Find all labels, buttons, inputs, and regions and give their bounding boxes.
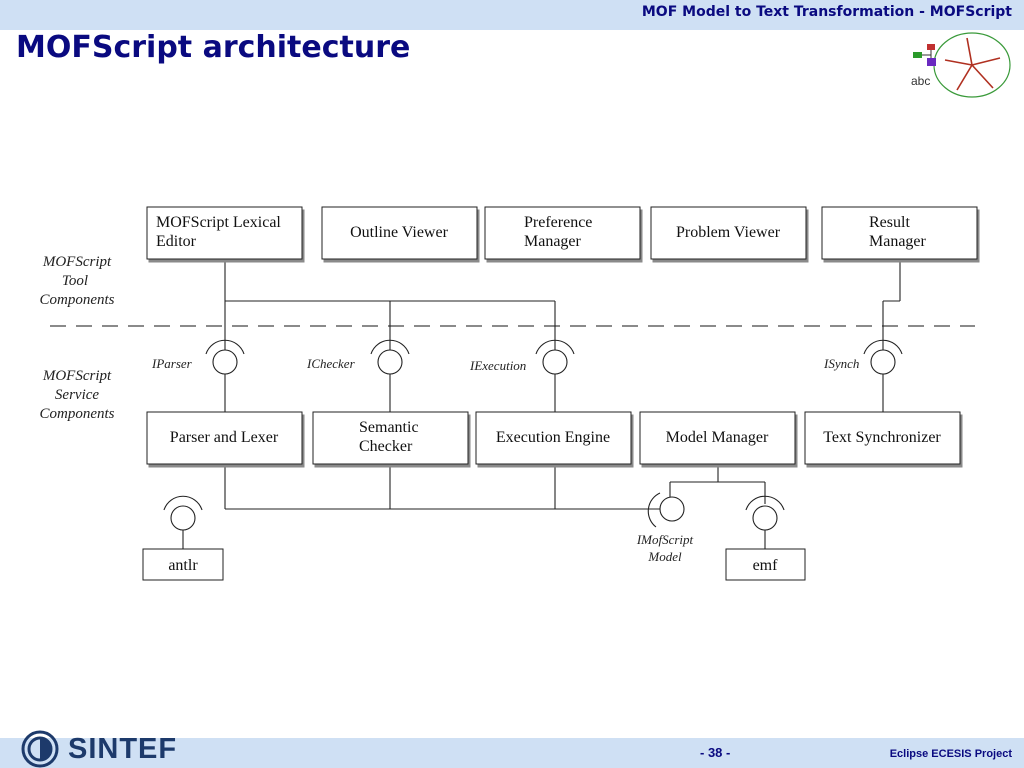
svg-text:Model Manager: Model Manager bbox=[666, 429, 769, 446]
svg-text:Manager: Manager bbox=[869, 233, 927, 250]
component-problem-viewer: Problem Viewer bbox=[650, 206, 807, 260]
svg-text:Problem Viewer: Problem Viewer bbox=[676, 224, 781, 241]
document-title: MOF Model to Text Transformation - MOFSc… bbox=[641, 4, 1012, 20]
svg-text:Outline Viewer: Outline Viewer bbox=[350, 224, 449, 241]
logo-letters: abc bbox=[911, 74, 930, 88]
component-text-synchronizer: Text Synchronizer bbox=[804, 411, 961, 465]
svg-text:Checker: Checker bbox=[359, 438, 413, 455]
svg-text:antlr: antlr bbox=[168, 557, 198, 574]
svg-text:MOFScript: MOFScript bbox=[42, 368, 112, 384]
component-model-manager: Model Manager bbox=[639, 411, 796, 465]
project-label: Eclipse ECESIS Project bbox=[889, 748, 1012, 760]
svg-text:Preference: Preference bbox=[524, 214, 592, 231]
svg-text:MOFScript: MOFScript bbox=[42, 254, 112, 270]
imofscript-model-label-line1: IMofScript bbox=[636, 532, 694, 547]
component-preference-manager: Preference Manager bbox=[484, 206, 641, 260]
svg-text:Manager: Manager bbox=[524, 233, 582, 250]
emf-interface-icon bbox=[745, 495, 785, 531]
iexecution-label: IExecution bbox=[469, 358, 526, 373]
company-name: SINTEF bbox=[68, 733, 178, 765]
slide-title: MOFScript architecture bbox=[16, 30, 411, 65]
component-execution-engine: Execution Engine bbox=[475, 411, 632, 465]
iexecution-interface-icon bbox=[535, 339, 575, 375]
svg-text:Execution Engine: Execution Engine bbox=[496, 429, 610, 446]
iparser-label: IParser bbox=[151, 356, 193, 371]
tool-layer-label: MOFScript Tool Components bbox=[40, 254, 115, 308]
isynch-interface-icon bbox=[863, 339, 903, 375]
svg-text:Semantic: Semantic bbox=[359, 419, 419, 436]
service-layer-label: MOFScript Service Components bbox=[40, 368, 115, 422]
svg-text:MOFScript Lexical: MOFScript Lexical bbox=[156, 214, 281, 231]
antlr-interface-icon bbox=[163, 495, 203, 531]
sintef-logo-icon bbox=[21, 730, 59, 768]
ichecker-label: IChecker bbox=[306, 356, 356, 371]
component-antlr: antlr bbox=[142, 548, 224, 581]
imofscript-model-label-line2: Model bbox=[647, 549, 682, 564]
header-bar: MOF Model to Text Transformation - MOFSc… bbox=[0, 0, 1024, 30]
connector-lines bbox=[182, 260, 901, 550]
svg-text:Tool: Tool bbox=[62, 273, 88, 289]
footer-bar bbox=[0, 738, 1024, 768]
svg-text:Text Synchronizer: Text Synchronizer bbox=[823, 429, 941, 446]
imofscript-model-interface-icon bbox=[647, 492, 685, 528]
page-number: - 38 - bbox=[700, 745, 731, 760]
ichecker-interface-icon bbox=[370, 339, 410, 375]
svg-text:emf: emf bbox=[753, 557, 779, 574]
iparser-interface-icon bbox=[205, 339, 245, 375]
component-emf: emf bbox=[725, 548, 806, 581]
isynch-label: ISynch bbox=[823, 356, 859, 371]
component-semantic-checker: Semantic Checker bbox=[312, 411, 469, 465]
svg-text:Editor: Editor bbox=[156, 233, 197, 250]
svg-text:Result: Result bbox=[869, 214, 910, 231]
mofscript-logo-icon: abc bbox=[911, 32, 1011, 98]
component-parser-and-lexer: Parser and Lexer bbox=[146, 411, 303, 465]
component-outline-viewer: Outline Viewer bbox=[321, 206, 478, 260]
component-result-manager: Result Manager bbox=[821, 206, 978, 260]
svg-text:Service: Service bbox=[55, 387, 99, 403]
svg-text:Parser and Lexer: Parser and Lexer bbox=[170, 429, 279, 446]
svg-text:Components: Components bbox=[40, 406, 115, 422]
svg-text:Components: Components bbox=[40, 292, 115, 308]
component-mofscript-lexical-editor: MOFScript Lexical Editor bbox=[146, 206, 303, 260]
